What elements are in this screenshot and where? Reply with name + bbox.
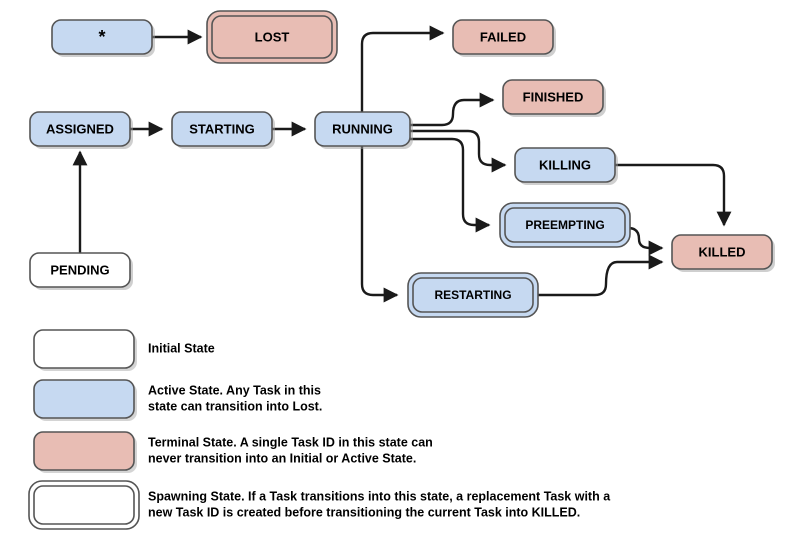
state-label: ASSIGNED: [46, 121, 114, 136]
edge-running-to-preempting: [410, 137, 491, 233]
state-box[interactable]: [51, 19, 153, 55]
state-node-lost[interactable]: LOST: [206, 10, 338, 64]
state-label: FAILED: [480, 29, 526, 44]
state-box[interactable]: [412, 277, 534, 313]
state-label: LOST: [255, 29, 290, 44]
state-node-finished[interactable]: FINISHED: [502, 79, 606, 117]
edge-running-to-killing: [410, 129, 507, 173]
edge-preempting-to-killed: [627, 226, 664, 256]
state-node-assigned[interactable]: ASSIGNED: [29, 111, 133, 149]
state-box[interactable]: [502, 79, 604, 115]
edge-killing-to-killed: [615, 163, 732, 227]
state-box[interactable]: [314, 111, 411, 147]
legend-description-line: Terminal State. A single Task ID in this…: [148, 435, 433, 449]
state-box[interactable]: [171, 111, 273, 147]
legend-item-spawning: Spawning State. If a Task transitions in…: [28, 480, 611, 530]
state-box[interactable]: [29, 252, 131, 288]
legend-item-terminal: Terminal State. A single Task ID in this…: [33, 431, 433, 473]
state-label: PENDING: [50, 262, 109, 277]
edge-running-to-restarting: [360, 146, 399, 303]
state-label: STARTING: [189, 121, 254, 136]
legend-swatch: [33, 431, 135, 471]
state-label: KILLED: [699, 244, 746, 259]
state-node-any[interactable]: *: [51, 19, 155, 57]
legend-description-line: never transition into an Initial or Acti…: [148, 451, 416, 465]
legend-swatch: [33, 379, 135, 419]
state-node-preempting[interactable]: PREEMPTING: [499, 202, 631, 248]
state-node-starting[interactable]: STARTING: [171, 111, 275, 149]
state-node-failed[interactable]: FAILED: [452, 19, 556, 57]
state-label: KILLING: [539, 157, 591, 172]
legend-description-line: state can transition into Lost.: [148, 399, 322, 413]
state-node-pending[interactable]: PENDING: [29, 252, 133, 290]
state-box[interactable]: [211, 15, 333, 59]
legend-description-line: Active State. Any Task in this: [148, 383, 321, 397]
state-label: FINISHED: [523, 89, 584, 104]
state-box[interactable]: [514, 147, 616, 183]
edge-running-to-finished: [410, 92, 495, 127]
state-box[interactable]: [671, 234, 773, 270]
state-box[interactable]: [452, 19, 554, 55]
legend-description-line: Initial State: [148, 341, 215, 355]
state-label: PREEMPTING: [525, 218, 604, 232]
legend-item-active: Active State. Any Task in this state can …: [33, 379, 322, 421]
legend-item-initial: Initial State: [33, 329, 215, 371]
state-box[interactable]: [504, 207, 626, 243]
state-node-killing[interactable]: KILLING: [514, 147, 618, 185]
legend-description-line: new Task ID is created before transition…: [148, 505, 580, 519]
legend-swatch: [33, 485, 135, 525]
state-label: RUNNING: [332, 121, 393, 136]
legend-swatch: [33, 329, 135, 369]
state-label: RESTARTING: [434, 288, 511, 302]
state-node-running[interactable]: RUNNING: [314, 111, 413, 149]
state-node-killed[interactable]: KILLED: [671, 234, 775, 272]
state-label: *: [98, 27, 105, 47]
edge-layer: [72, 25, 732, 303]
edge-running-to-failed: [360, 25, 445, 112]
state-box[interactable]: [29, 111, 131, 147]
node-layer: * LOST ASSIGNED STARTING RUNNING FAILED FINISH…: [29, 10, 775, 318]
edge-restarting-to-killed: [537, 254, 664, 297]
legend-description-line: Spawning State. If a Task transitions in…: [148, 489, 611, 503]
state-node-restarting[interactable]: RESTARTING: [407, 272, 539, 318]
